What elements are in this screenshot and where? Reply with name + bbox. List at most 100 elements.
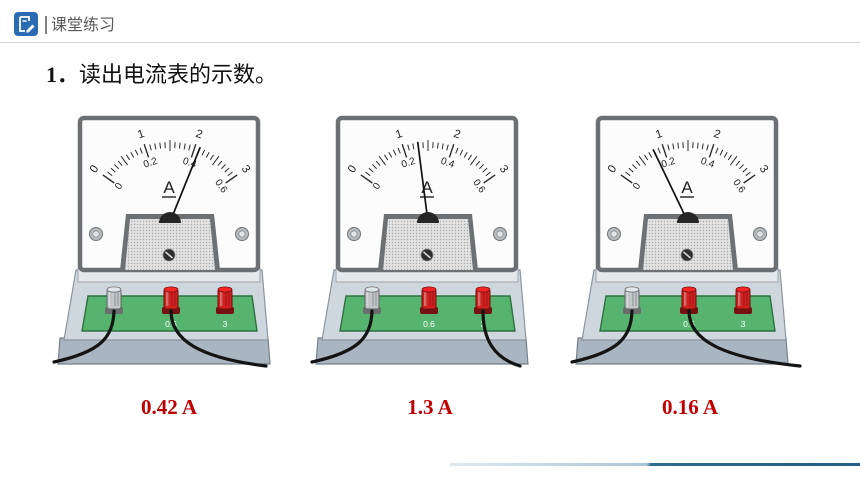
scale-minor-tick (412, 143, 415, 150)
terminal-label: 0.6 (683, 319, 695, 329)
needle-pivot (417, 212, 439, 223)
scale-minor-tick (701, 143, 704, 150)
scale-label-inner: 0.4 (181, 156, 198, 171)
scale-label-inner: 0 (371, 181, 383, 192)
scale-major-tick (483, 174, 496, 184)
scale-minor-tick (742, 167, 748, 173)
scale-minor-tick (375, 160, 381, 166)
needle (169, 146, 201, 223)
terminal-label: 3 (223, 319, 228, 329)
dial-window (383, 219, 473, 270)
scale-label-inner: 0.4 (439, 156, 456, 171)
scale-minor-tick (441, 143, 444, 150)
scale-label-outer: 1 (394, 128, 404, 141)
terminal-highlight (478, 291, 481, 306)
scale-minor-tick (436, 142, 439, 149)
terminal-highlight (627, 291, 630, 306)
scale-minor-tick (110, 167, 116, 173)
mounting-screw-right-center (238, 230, 246, 238)
scale-minor-tick (392, 149, 397, 156)
scale-label-inner: 0.2 (142, 156, 159, 171)
scale-major-tick (448, 143, 455, 158)
unit-label: A (163, 178, 175, 197)
scale-minor-tick (657, 147, 661, 154)
terminal-cap (421, 286, 437, 293)
scale-minor-tick (727, 154, 732, 161)
scale-minor-tick (648, 152, 653, 158)
notebook-pencil-icon-graphic (14, 12, 38, 36)
terminal-cap (364, 286, 380, 293)
terminal-highlight (424, 291, 427, 306)
header-rule (0, 42, 860, 43)
scale-minor-tick (638, 155, 647, 166)
scale-minor-tick (368, 167, 374, 173)
section-title: 课堂练习 (51, 15, 116, 34)
scale-minor-tick (384, 154, 389, 161)
mounting-screw-left-center (92, 230, 100, 238)
scale-label-inner: 0.2 (660, 156, 677, 171)
terminal-label: 0.6 (423, 319, 435, 329)
scale-major-tick (743, 174, 756, 184)
scale-minor-tick (224, 167, 230, 173)
scale-minor-tick (117, 160, 123, 166)
scale-minor-tick (211, 155, 220, 166)
scale-minor-tick (446, 144, 449, 151)
zero-adjust-slot (682, 251, 692, 259)
scale-minor-tick (107, 171, 113, 177)
scale-minor-tick (188, 144, 191, 151)
terminal-cap (475, 286, 491, 293)
scale-minor-tick (715, 147, 719, 154)
scale-minor-tick (719, 149, 724, 156)
scale-label-outer: 2 (712, 128, 722, 141)
scale-label-inner: 0.4 (699, 156, 716, 171)
scale-major-tick (225, 174, 238, 184)
zero-adjust-slot (164, 251, 174, 259)
answer-meter-2: 1.3 A (407, 395, 453, 419)
scale-minor-tick (201, 149, 206, 156)
scale-minor-tick (745, 171, 751, 177)
dial-window (125, 219, 215, 270)
question-number: 1． (46, 62, 80, 87)
mounting-screw-left-center (350, 230, 358, 238)
mounting-screw-left-center (610, 230, 618, 238)
needle (416, 141, 429, 223)
terminal-cap (217, 286, 233, 293)
scale-label-outer: 2 (452, 128, 462, 141)
question: 1．读出电流表的示数。 (46, 61, 277, 90)
scale-minor-tick (475, 160, 481, 166)
scale-minor-tick (217, 160, 223, 166)
terminal-label: 3 (741, 319, 746, 329)
scale-minor-tick (114, 164, 119, 170)
terminal-highlight (166, 291, 169, 306)
header-divider (45, 16, 47, 34)
scale-minor-tick (723, 152, 728, 158)
icon-pencil (26, 24, 35, 33)
scale-minor-tick (739, 164, 744, 170)
scale-label-inner: 0 (113, 181, 125, 192)
scale-minor-tick (209, 154, 214, 161)
scale-major-tick (708, 143, 715, 158)
scale-minor-tick (667, 144, 670, 151)
scale-minor-tick (130, 152, 135, 158)
scale-minor-tick (397, 147, 401, 154)
scale-minor-tick (372, 164, 377, 170)
terminal-cap (106, 286, 122, 293)
scale-minor-tick (706, 144, 709, 151)
test-lead-wire (52, 309, 116, 364)
scale-minor-tick (479, 164, 484, 170)
scale-minor-tick (365, 171, 371, 177)
scale-minor-tick (635, 160, 641, 166)
scale-label-outer: 2 (194, 128, 204, 141)
scale-minor-tick (183, 143, 186, 150)
scale-minor-tick (463, 152, 468, 158)
test-lead-wire (481, 309, 522, 368)
scale-minor-tick (467, 154, 472, 161)
terminal-highlight (220, 291, 223, 306)
test-lead-wire (169, 309, 268, 368)
unit-label: A (681, 178, 693, 197)
scale-minor-tick (482, 167, 488, 173)
test-lead-wire (310, 309, 374, 364)
